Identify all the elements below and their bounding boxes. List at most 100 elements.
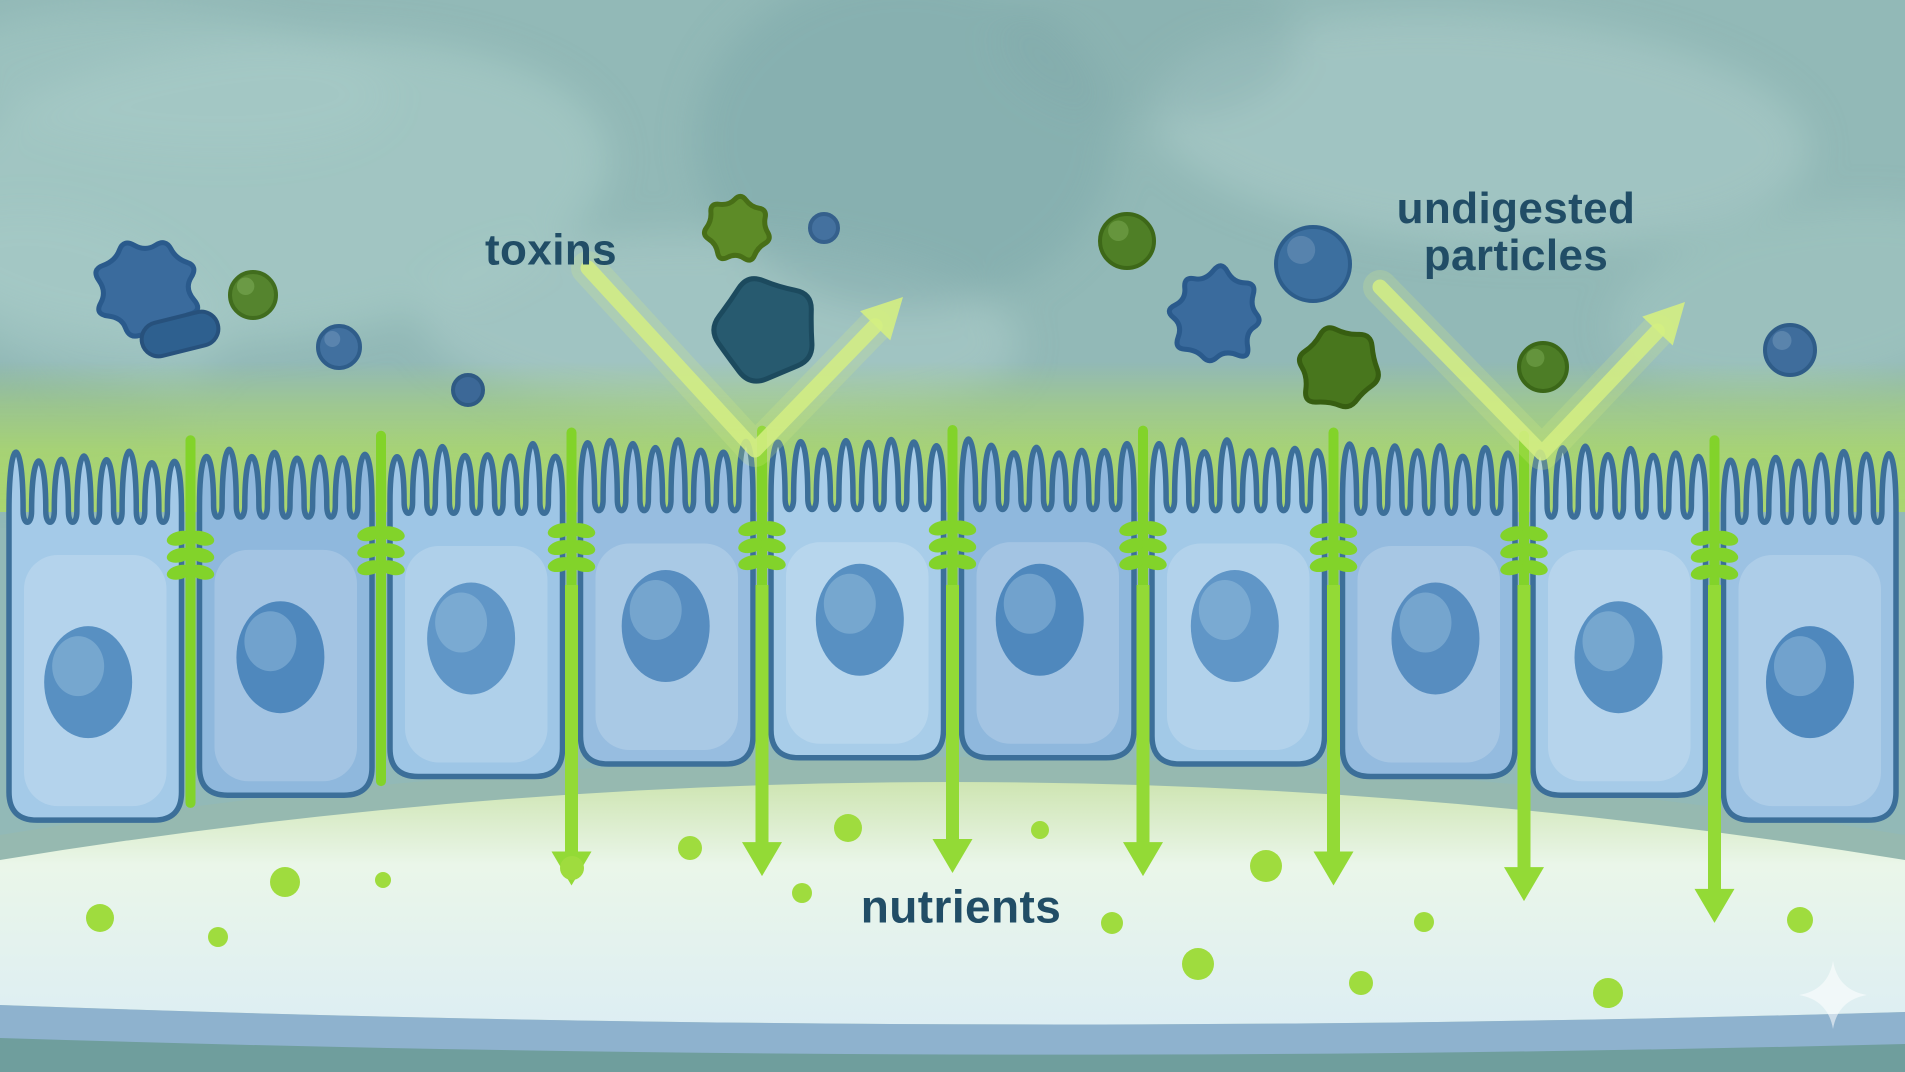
epithelial-cell	[1149, 437, 1328, 767]
nutrient-dot	[792, 883, 812, 903]
arrow-head	[1642, 302, 1685, 346]
junction-bar	[950, 554, 977, 570]
nutrient-dots	[86, 814, 1813, 1008]
toxins-label: toxins	[485, 225, 617, 275]
basement-membrane	[0, 757, 1905, 860]
arrow-head	[1313, 851, 1354, 886]
lamina-propria-band	[0, 779, 1905, 1025]
cell-nucleus	[1391, 582, 1480, 695]
junction-bar	[928, 537, 955, 553]
junction-bar	[166, 547, 193, 563]
junction-bar	[1500, 543, 1526, 559]
junction-bar	[1309, 557, 1336, 573]
cell-nucleus	[1190, 570, 1279, 683]
arrow-head	[1123, 842, 1163, 877]
cell-nucleus	[1574, 601, 1663, 714]
epithelial-cell	[1720, 448, 1899, 823]
junction-bar	[1331, 540, 1358, 556]
sparkle-icon	[1799, 961, 1867, 1029]
arrow-shaft	[1372, 279, 1665, 461]
junction-bar	[1309, 540, 1336, 556]
junction-bar	[379, 543, 405, 559]
junction-bar	[1141, 538, 1167, 554]
nutrient-dot	[560, 856, 584, 880]
nutrient-arrow	[1504, 585, 1544, 902]
cell-nucleus	[236, 601, 325, 714]
junction-bar	[166, 530, 193, 546]
toxin-bean-small	[139, 309, 221, 359]
junction-bar	[547, 557, 574, 573]
particle-blue-sphere-large	[1274, 225, 1352, 303]
nutrient-dot	[678, 836, 702, 860]
junction-bar	[1690, 564, 1717, 580]
junction-bar	[357, 526, 383, 542]
particle-green-sphere	[1517, 341, 1569, 393]
nutrient-arrows	[551, 585, 1735, 923]
nutrient-dot	[1101, 912, 1123, 934]
toxin-splat-green	[701, 193, 772, 263]
nutrient-dot	[270, 867, 300, 897]
particle-blue-dot	[808, 212, 840, 244]
junction-bar	[188, 530, 215, 546]
background-texture	[0, 0, 1905, 490]
arrow-shaft	[580, 260, 883, 458]
epithelial-cell	[196, 446, 375, 798]
arrow-head	[1504, 867, 1544, 902]
nucleus-highlight	[52, 636, 105, 697]
epithelial-cell	[1530, 443, 1709, 798]
nucleus-highlight	[823, 573, 876, 634]
junction-bar	[188, 564, 215, 580]
junction-bar	[1500, 560, 1526, 576]
particle-blue-dot	[451, 373, 485, 407]
junction-bar	[760, 521, 786, 537]
junction-bar	[738, 538, 764, 554]
junction-bar	[547, 523, 574, 539]
junction-bar	[379, 560, 405, 576]
junction-bar	[738, 521, 764, 537]
particle-bounce-arrow	[1363, 270, 1685, 470]
junction-bar	[1141, 555, 1167, 571]
arrow-head	[1694, 888, 1735, 923]
nucleus-highlight	[435, 592, 488, 653]
particle-blue-sphere	[1763, 323, 1817, 377]
junction-bar	[1119, 555, 1145, 571]
nutrient-dot	[834, 814, 862, 842]
junction-bar	[1119, 538, 1145, 554]
junction-bar	[1712, 564, 1739, 580]
junction-bar	[547, 540, 574, 556]
nutrient-dot	[375, 872, 391, 888]
epithelial-cell	[577, 437, 756, 767]
sphere-highlight	[236, 277, 255, 296]
sphere-highlight	[1772, 331, 1792, 350]
undigested-particles-label: undigested particles	[1397, 185, 1636, 279]
epithelial-cell	[958, 436, 1137, 761]
junction-bar	[1712, 547, 1739, 563]
junction-bar	[1712, 530, 1739, 546]
junction-bar	[1331, 557, 1358, 573]
junction-bar	[357, 560, 383, 576]
nucleus-highlight	[1773, 636, 1826, 697]
junction-bar	[1522, 526, 1548, 542]
particle-green-sphere	[228, 270, 278, 320]
nutrient-arrow	[742, 585, 782, 877]
junction-bar	[1690, 547, 1717, 563]
sphere-highlight	[324, 331, 341, 347]
cell-nucleus	[621, 570, 710, 683]
tight-junction	[357, 430, 405, 787]
junction-bar	[1522, 560, 1548, 576]
junction-bar	[928, 554, 955, 570]
undigested-particles-label-line2: particles	[1423, 231, 1609, 280]
blood-layer-band	[0, 1005, 1905, 1055]
nutrient-dot	[208, 927, 228, 947]
junction-bar	[1309, 523, 1336, 539]
junction-bar	[1690, 530, 1717, 546]
epithelial-cell	[387, 440, 566, 780]
nutrient-dot	[1593, 978, 1623, 1008]
cell-nucleus	[815, 563, 904, 676]
particle-blue-splat	[1166, 263, 1262, 364]
particle-green-splat	[1296, 325, 1381, 410]
nucleus-highlight	[1198, 580, 1251, 641]
junction-bar	[928, 520, 955, 536]
